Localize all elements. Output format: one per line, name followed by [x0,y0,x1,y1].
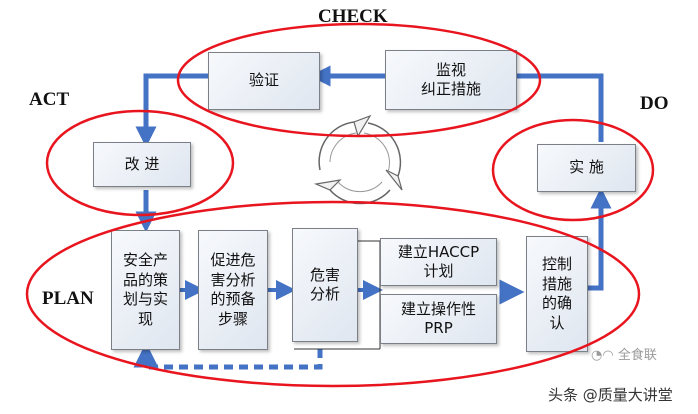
arrow-implement-to-monitor [517,73,604,142]
feedback-dashed-loop [133,342,323,370]
monitor-box: 监视 纠正措施 [385,50,517,110]
cycle-icon [313,114,403,205]
arrow-verify-to-improve [135,73,208,148]
haccp-plan-box: 建立HACCP 计划 [380,238,497,286]
logo-icon: ◔◠ [591,348,614,363]
watermark-logo-text: 全食联 [617,348,657,363]
verify-box: 验证 [208,52,320,110]
safe-product-box: 安全产 品的策 划与实 现 [111,230,180,350]
implement-box: 实 施 [537,144,636,192]
watermark-source: 头条 @质量大讲堂 [548,386,673,404]
phase-do-label: DO [640,93,669,114]
phase-act-label: ACT [29,89,70,110]
phase-plan-label: PLAN [42,288,94,309]
arrow-control-to-implement [588,187,612,291]
hazard-prep-box: 促进危 害分析 的预备 步骤 [198,230,268,350]
watermark-logo: ◔◠ 全食联 [591,344,657,363]
control-confirm-box: 控制 措施 的确 认 [526,236,588,352]
hazard-analysis-box: 危害 分析 [292,228,358,342]
operational-prp-box: 建立操作性 PRP [380,294,497,344]
improve-box: 改 进 [93,142,191,187]
phase-check-label: CHECK [318,6,388,27]
